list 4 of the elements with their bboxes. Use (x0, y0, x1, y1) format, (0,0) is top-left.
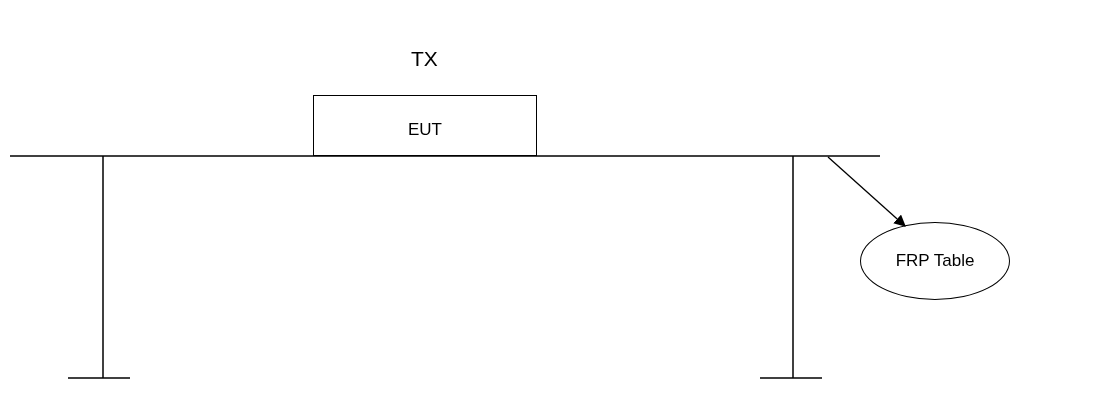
leader-arrow (827, 156, 906, 227)
signal-label: TX (411, 47, 438, 71)
device-box: EUT (313, 95, 537, 156)
table-drawing (10, 155, 880, 379)
